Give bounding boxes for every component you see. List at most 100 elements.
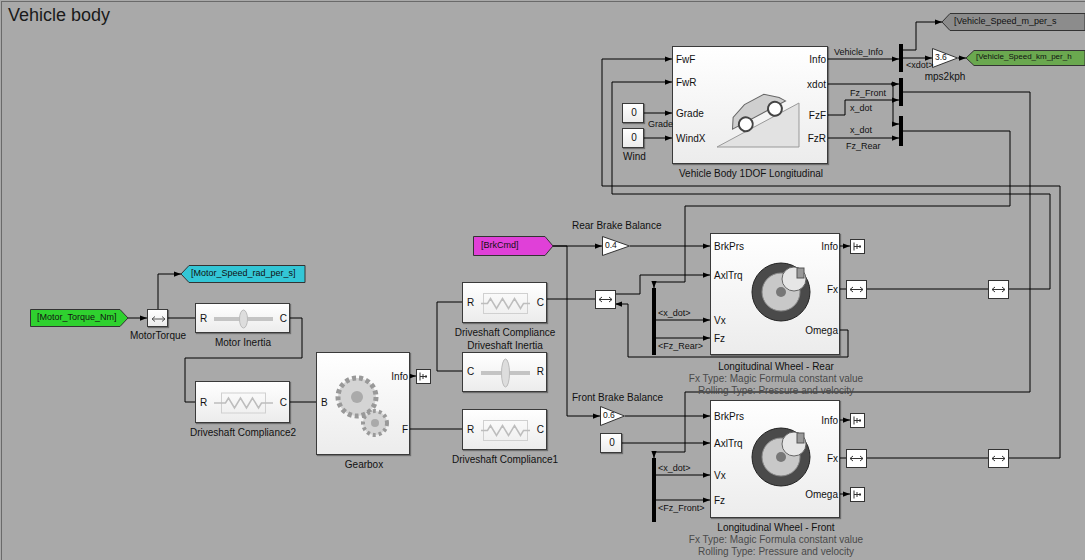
wire <box>656 338 710 339</box>
port-label: 3.6 <box>935 53 947 63</box>
port-label: WindX <box>676 133 705 145</box>
branch-point <box>752 428 810 486</box>
branch-point <box>736 115 755 134</box>
signal-label: <x_dot> <box>658 308 691 318</box>
branch-point <box>765 99 784 118</box>
block-name: Grade <box>648 119 673 129</box>
wire <box>828 59 899 60</box>
port-label: C <box>467 366 474 378</box>
port-label: Fx <box>827 453 838 465</box>
port-label: Vx <box>714 470 726 482</box>
wheel-block: BrkPrsAxlTrqVxFzInfoFxOmegaLongitudinal … <box>710 400 840 518</box>
port-label: xdot <box>807 79 826 91</box>
branch-point <box>782 267 806 291</box>
signal-label: Vehicle_Info <box>834 47 883 57</box>
port-label: C <box>280 397 287 409</box>
bus-bar <box>847 450 867 468</box>
block-name: Longitudinal Wheel - Rear <box>718 361 834 373</box>
port-label: AxlTrq <box>714 438 743 450</box>
port-label: 0.6 <box>603 411 615 421</box>
wire <box>152 317 165 322</box>
block-outline <box>603 237 630 256</box>
signal-line <box>622 443 710 444</box>
block-outline <box>181 266 305 283</box>
port-label: FzF <box>809 110 826 122</box>
wire <box>656 320 710 321</box>
bus-bar <box>899 44 903 72</box>
wire <box>992 456 1005 461</box>
wire <box>420 373 427 381</box>
tag-name: [BrkCmd] <box>481 240 519 250</box>
signal-label: <xdot> <box>906 60 934 70</box>
bus-bar <box>989 450 1009 468</box>
block-outline <box>474 237 554 256</box>
goto-tag: [Vehicle_Speed_m_per_s <box>942 13 1085 31</box>
branch-point <box>782 432 806 456</box>
wire <box>850 287 863 292</box>
vehicle-body-block: FwFFwRGradeWindXInfoxdotFzFFzRVehicle Bo… <box>672 46 828 164</box>
wheel-block: BrkPrsAxlTrqVxFzInfoFxOmegaLongitudinal … <box>710 233 840 355</box>
from-tag: [Motor_Torque_Nm] <box>30 309 128 327</box>
gain-block: 0.4Rear Brake Balance <box>602 236 630 256</box>
symbol-group <box>725 87 790 137</box>
signal-label: Fz_Rear <box>846 141 881 151</box>
wire <box>866 289 988 290</box>
branch-point <box>776 452 786 462</box>
port-label: Omega <box>805 325 838 337</box>
unit-converter <box>989 281 1009 299</box>
tag-name: [Motor_Speed_rad_per_s] <box>191 268 296 278</box>
wire <box>840 494 850 495</box>
block-name: Gearbox <box>345 459 383 471</box>
bus-bar <box>989 281 1009 299</box>
port-label: C <box>280 313 287 325</box>
wire <box>481 426 530 436</box>
compliance-block: RCDriveshaft Compliance1 <box>462 409 547 450</box>
gain-block: 0.6Front Brake Balance <box>600 406 625 426</box>
wire <box>854 243 861 251</box>
block-name: Driveshaft Compliance1 <box>452 454 558 466</box>
wire <box>828 84 899 85</box>
signal-line <box>644 138 672 139</box>
branch-point <box>776 287 786 297</box>
wire <box>893 84 899 124</box>
wire <box>599 297 612 302</box>
gear-illustration <box>317 353 411 456</box>
block-name: Rolling Type: Pressure and velocity <box>698 385 854 397</box>
branch-point <box>351 391 363 403</box>
block-name: Longitudinal Wheel - Front <box>717 522 834 534</box>
bus-bar <box>851 488 865 502</box>
block-name: Driveshaft Compliance2 <box>190 427 296 439</box>
port-label: R <box>200 397 207 409</box>
tag-name: [Vehicle_Speed_km_per_h <box>976 52 1072 61</box>
port-label: 0.4 <box>605 241 617 251</box>
symbol-group <box>128 58 966 443</box>
branch-point <box>338 378 376 416</box>
wire <box>602 59 1060 458</box>
port-label: Fx <box>827 284 838 296</box>
wire <box>214 398 273 408</box>
signal-line <box>958 58 966 59</box>
wire <box>410 376 416 377</box>
branch-point <box>363 411 387 435</box>
port-label: F <box>402 424 408 436</box>
terminator <box>417 370 431 384</box>
unit-converter <box>847 281 867 299</box>
wire <box>850 456 863 461</box>
bus-bar <box>851 414 865 428</box>
port-label: R <box>467 297 474 309</box>
port-label: 0 <box>631 132 637 144</box>
wire <box>481 299 530 309</box>
wire <box>866 458 988 459</box>
wire <box>854 491 861 499</box>
block-name: mps2kph <box>925 71 966 83</box>
signal-line <box>625 416 710 417</box>
goto-tag: [Motor_Speed_rad_per_s] <box>181 265 305 283</box>
goto-tag: [Vehicle_Speed_km_per_h <box>966 50 1085 66</box>
port-label: FwF <box>676 54 695 66</box>
inertia-block: RCMotor Inertia <box>195 303 290 333</box>
block-name: Fx Type: Magic Formula constant value <box>689 534 863 546</box>
wire <box>828 138 899 139</box>
block-outline <box>31 310 129 327</box>
